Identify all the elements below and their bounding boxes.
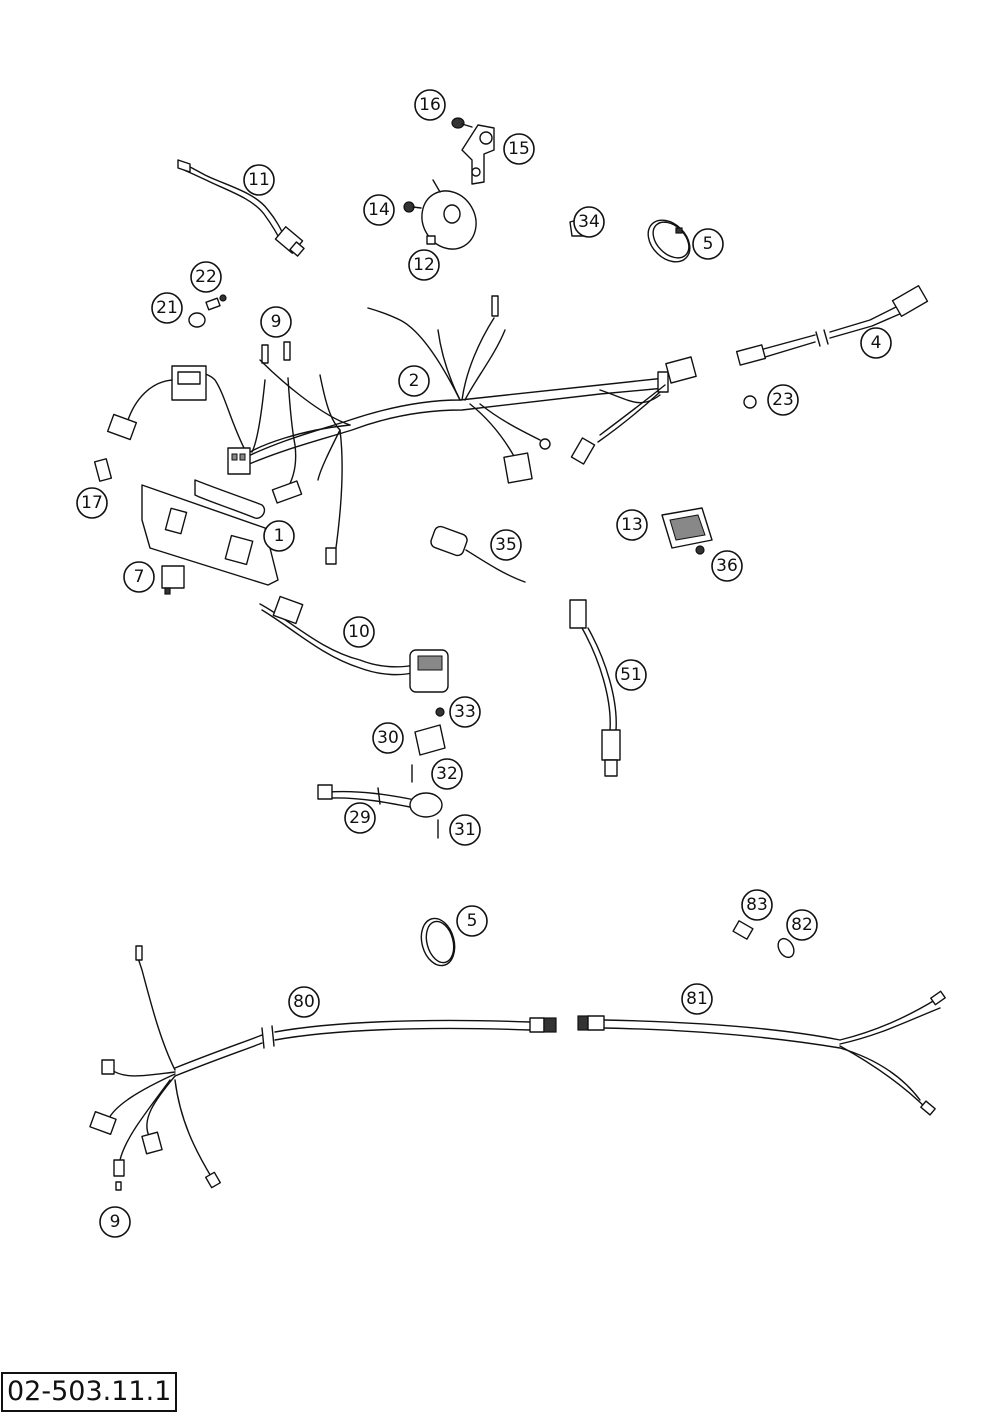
part-10-switch: [259, 595, 449, 693]
svg-text:82: 82: [791, 915, 813, 935]
callout-5-top: 5: [692, 228, 724, 260]
callout-10: 10: [343, 616, 375, 648]
part-21-grommet: [188, 312, 206, 328]
part-9-terminals-top: [261, 341, 291, 364]
svg-text:5: 5: [467, 911, 478, 931]
part-11-cable: [177, 159, 305, 257]
svg-text:81: 81: [686, 989, 708, 1009]
callout-82: 82: [786, 909, 818, 941]
svg-text:17: 17: [81, 493, 103, 513]
callout-13: 13: [616, 509, 648, 541]
part-14-screw: [403, 201, 422, 213]
part-51-sensor: [569, 599, 621, 777]
callout-7: 7: [123, 561, 155, 593]
svg-text:32: 32: [436, 764, 458, 784]
svg-text:31: 31: [454, 820, 476, 840]
callout-33: 33: [449, 696, 481, 728]
callout-21: 21: [151, 292, 183, 324]
callout-30: 30: [372, 722, 404, 754]
svg-text:33: 33: [454, 702, 476, 722]
callout-22: 22: [190, 261, 222, 293]
svg-text:22: 22: [195, 267, 217, 287]
callout-34: 34: [573, 206, 605, 238]
part-5-cable-tie-bottom: [420, 917, 456, 967]
part-35-capacitor: [430, 525, 526, 583]
svg-text:1: 1: [274, 526, 285, 546]
callout-9-top: 9: [260, 306, 292, 338]
callout-81: 81: [681, 983, 713, 1015]
svg-text:13: 13: [621, 515, 643, 535]
drawing-number-label: 02-503.11.1: [1, 1372, 178, 1412]
svg-text:11: 11: [248, 170, 270, 190]
callout-14: 14: [363, 194, 395, 226]
callout-15: 15: [503, 133, 535, 165]
svg-text:14: 14: [368, 200, 390, 220]
part-36-screw: [695, 545, 705, 555]
callout-83: 83: [741, 889, 773, 921]
callout-51: 51: [615, 659, 647, 691]
callout-12: 12: [408, 249, 440, 281]
part-15-horn-bracket: [461, 124, 495, 185]
svg-text:16: 16: [419, 95, 441, 115]
svg-text:2: 2: [409, 371, 420, 391]
svg-text:7: 7: [134, 567, 145, 587]
part-17-fuse: [93, 458, 113, 482]
callout-36: 36: [711, 550, 743, 582]
svg-text:80: 80: [293, 992, 315, 1012]
part-2-main-harness: [106, 295, 697, 565]
part-12-horn: [421, 179, 477, 250]
callout-23: 23: [767, 384, 799, 416]
callout-5-bottom: 5: [456, 905, 488, 937]
callout-80: 80: [288, 986, 320, 1018]
callout-35: 35: [490, 529, 522, 561]
callout-9-bottom: 9: [99, 1206, 131, 1238]
part-80-rear-harness: [89, 945, 557, 1191]
part-13-regulator: [661, 507, 713, 549]
svg-text:23: 23: [772, 390, 794, 410]
callout-16: 16: [414, 89, 446, 121]
part-16-screw: [451, 117, 473, 129]
callout-17: 17: [76, 487, 108, 519]
part-23-nut: [743, 395, 757, 409]
svg-text:9: 9: [271, 312, 282, 332]
part-4-cable: [735, 285, 929, 366]
callout-2: 2: [398, 365, 430, 397]
svg-text:30: 30: [377, 728, 399, 748]
svg-text:83: 83: [746, 895, 768, 915]
callout-32: 32: [431, 758, 463, 790]
callout-1: 1: [263, 520, 295, 552]
part-33-ball: [435, 707, 445, 717]
callout-11: 11: [243, 164, 275, 196]
svg-text:5: 5: [703, 234, 714, 254]
part-82-sleeve: [777, 937, 795, 959]
svg-text:12: 12: [413, 255, 435, 275]
part-5-cable-tie-top: [647, 219, 691, 263]
part-22-screw: [205, 294, 227, 311]
svg-text:4: 4: [871, 333, 882, 353]
callout-31: 31: [449, 814, 481, 846]
svg-text:21: 21: [156, 298, 178, 318]
callout-29: 29: [344, 802, 376, 834]
part-29-switch-cable: [317, 784, 443, 818]
svg-text:36: 36: [716, 556, 738, 576]
svg-text:29: 29: [349, 808, 371, 828]
svg-text:35: 35: [495, 535, 517, 555]
part-81-extension-harness: [577, 990, 946, 1116]
svg-text:9: 9: [110, 1212, 121, 1232]
svg-text:51: 51: [620, 665, 642, 685]
svg-text:10: 10: [348, 622, 370, 642]
callout-4: 4: [860, 327, 892, 359]
part-83-sleeve: [732, 920, 754, 940]
part-1-mounting-plate: [141, 479, 279, 586]
part-30-cover: [414, 724, 446, 756]
svg-text:15: 15: [508, 139, 530, 159]
part-7-relay: [161, 565, 185, 595]
svg-text:34: 34: [578, 212, 600, 232]
